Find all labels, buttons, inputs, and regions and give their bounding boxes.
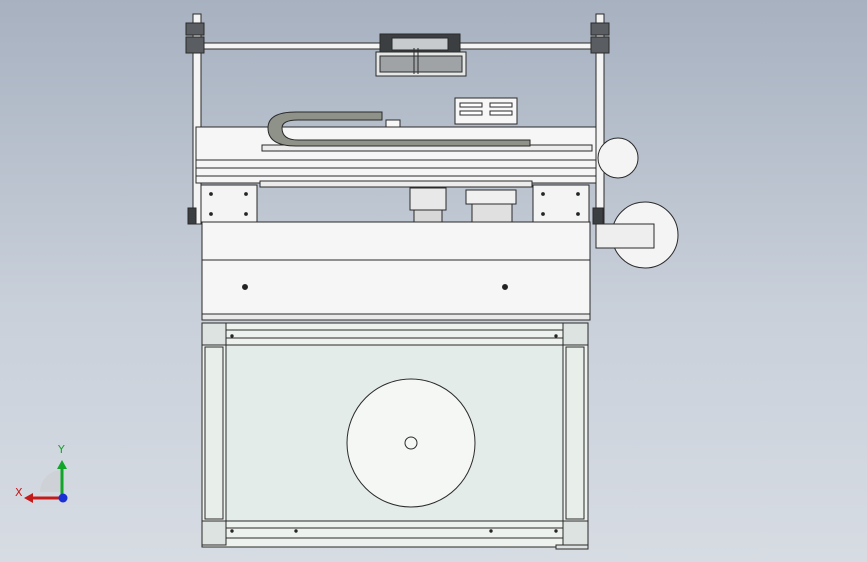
axis-x-label: X: [15, 486, 23, 499]
side-reels: [595, 137, 679, 269]
top-clamp-assembly: [375, 33, 467, 77]
cable-chain: [267, 111, 531, 147]
carriage-blocks: [200, 184, 590, 224]
axis-y-label: Y: [58, 443, 65, 456]
lower-housing: [201, 221, 591, 321]
control-box: [385, 97, 518, 128]
turntable: [346, 378, 476, 508]
